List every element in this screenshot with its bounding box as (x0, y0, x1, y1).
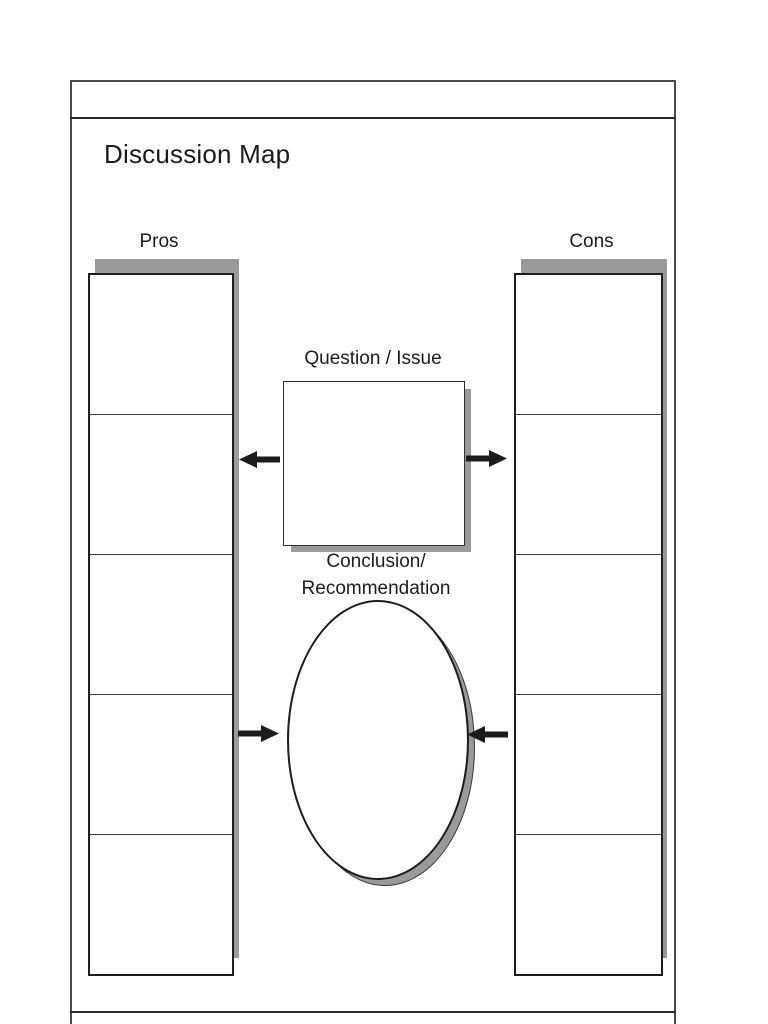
arrow-right-icon (466, 449, 507, 468)
pros-column-label: Pros (139, 231, 179, 252)
cons-cell (516, 554, 661, 694)
pros-cell (90, 414, 232, 554)
cons-cell (516, 414, 661, 554)
cons-cell (516, 694, 661, 834)
question-issue-box (283, 381, 465, 546)
arrow-left-icon (239, 450, 280, 469)
cons-cell (516, 275, 661, 414)
footer-divider-line (70, 1011, 676, 1013)
pros-cell (90, 554, 232, 694)
conclusion-recommendation-label: Conclusion/ Recommendation (266, 548, 486, 602)
conclusion-label-line1: Conclusion/ (326, 551, 426, 572)
cons-column (514, 273, 663, 976)
header-divider-line (70, 117, 676, 119)
page-title: Discussion Map (104, 139, 291, 169)
conclusion-label-line2: Recommendation (301, 578, 451, 599)
cons-column-label: Cons (569, 231, 614, 252)
pros-column (88, 273, 234, 976)
pros-cell (90, 694, 232, 834)
pros-cell (90, 275, 232, 414)
arrow-right-icon (238, 724, 279, 743)
conclusion-recommendation-ellipse (287, 600, 469, 880)
question-issue-label: Question / Issue (304, 348, 442, 369)
pros-cell (90, 834, 232, 974)
cons-cell (516, 834, 661, 974)
arrow-left-icon (467, 725, 508, 744)
